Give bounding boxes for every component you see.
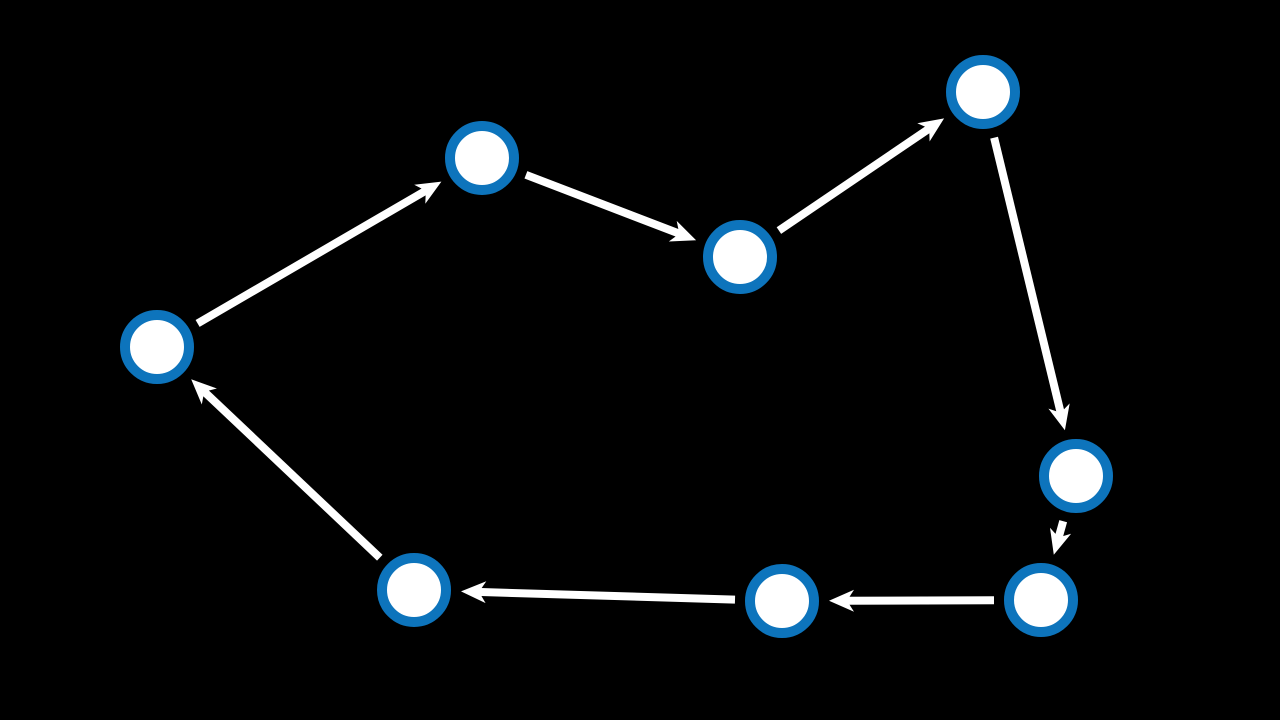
edge-shaft-upper-left-to-middle [524,171,683,239]
edge-shaft-top-right-to-right [990,136,1066,416]
graph-node-bottom-middle [745,564,819,638]
edge-shaft-bottom-right-to-bottom-middle [844,596,995,605]
arrowhead-icon [191,379,217,405]
arrowhead-icon [668,220,697,242]
edge-shaft-bottom-left-to-left [200,387,383,561]
nodes-layer [120,55,1113,638]
edge-shaft-middle-to-top-right [776,124,934,234]
arrowhead-icon [1050,527,1072,555]
arrowhead-icon [829,589,854,612]
edge-shaft-bottom-middle-to-bottom-left [476,587,736,604]
graph-node-bottom-right [1004,563,1078,637]
graph-node-right [1039,439,1113,513]
graph-node-top-right [946,55,1020,129]
graph-node-middle [703,220,777,294]
arrowhead-icon [1048,403,1070,431]
arrowhead-icon [917,118,945,142]
edges-layer [191,118,1072,612]
graph-node-upper-left [445,121,519,195]
graph-node-left [120,310,194,384]
edge-shaft-right-to-bottom-right [1054,520,1068,541]
arrowhead-icon [414,181,442,204]
edge-shaft-left-to-upper-left [195,186,430,327]
arrowhead-icon [461,581,487,604]
graph-node-bottom-left [377,553,451,627]
